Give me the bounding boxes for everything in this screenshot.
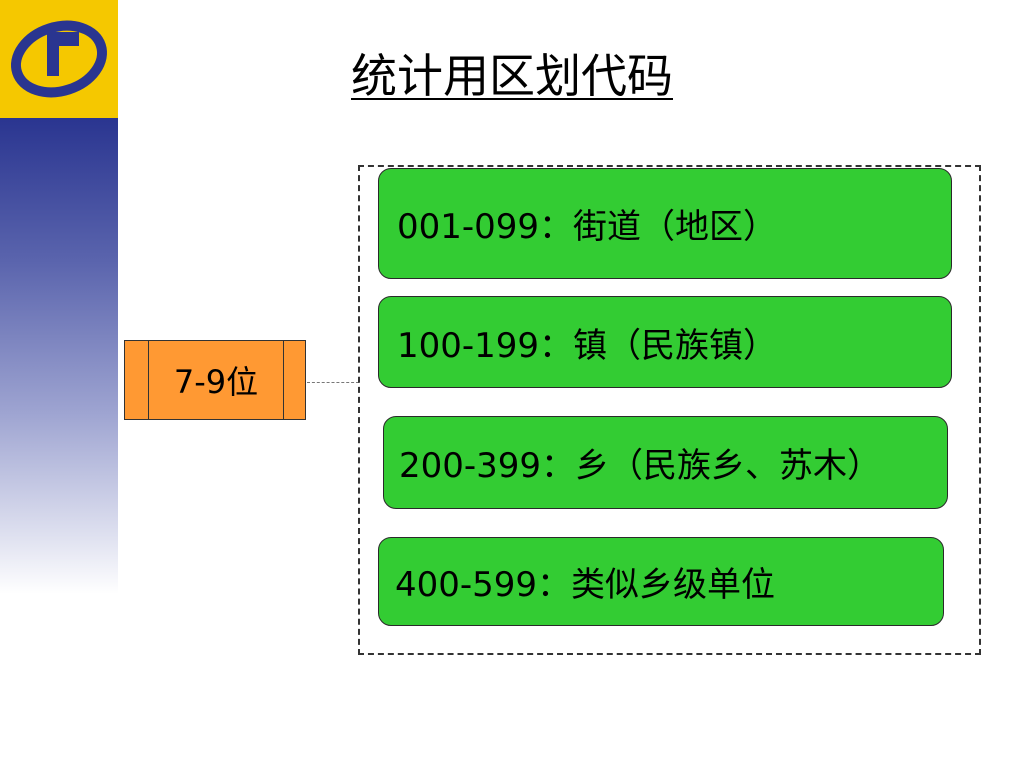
dashed-connector (307, 382, 359, 383)
code-range-box-4: 400-599：类似乡级单位 (378, 537, 944, 626)
page-title: 统计用区划代码 (351, 49, 673, 103)
stats-bureau-logo-icon (11, 20, 107, 98)
position-box-right-divider (283, 341, 284, 419)
code-range-box-3: 200-399：乡（民族乡、苏木） (383, 416, 948, 509)
code-range-text-4: 400-599：类似乡级单位 (395, 565, 776, 605)
code-range-text-3: 200-399：乡（民族乡、苏木） (399, 446, 882, 486)
position-label: 7-9位 (173, 363, 259, 401)
code-range-box-1: 001-099：街道（地区） (378, 168, 952, 279)
position-box-left-divider (148, 341, 149, 419)
code-range-group-frame (358, 165, 981, 655)
code-range-text-1: 001-099：街道（地区） (397, 207, 778, 247)
code-range-text-2: 100-199：镇（民族镇） (397, 325, 778, 366)
code-range-box-2: 100-199：镇（民族镇） (378, 296, 952, 388)
position-box: 7-9位 (124, 340, 306, 420)
side-gradient-band (0, 118, 118, 594)
logo-panel (0, 0, 118, 118)
